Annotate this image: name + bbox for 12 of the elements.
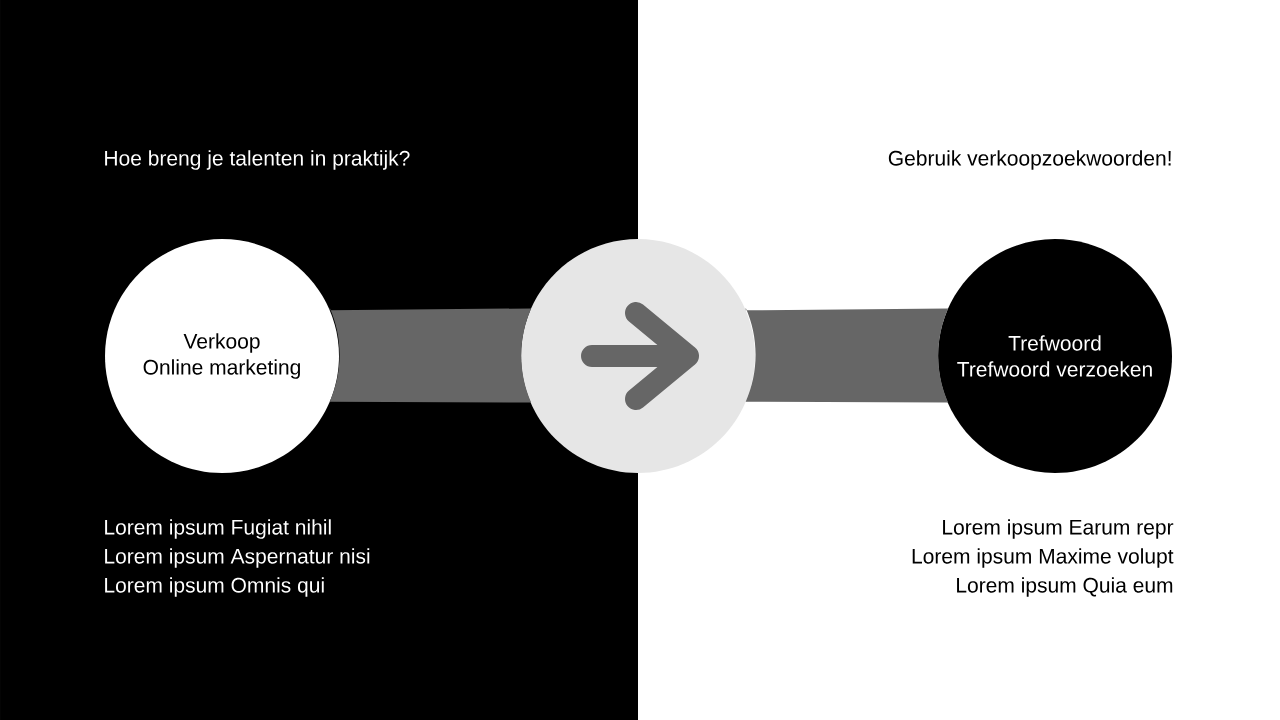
list-item-text: Lorem ipsum Omnis qui [105, 577, 324, 597]
circle-node [521, 239, 755, 473]
list-item-text: Lorem ipsum Maxime volupt [912, 548, 1174, 568]
heading-text: Hoe breng je talenten in praktijk? [105, 150, 410, 170]
list-item-text: Lorem ipsum Quia eum [957, 577, 1173, 597]
list-item-text: Lorem ipsum Fugiat nihil [105, 519, 331, 539]
connector-band [745, 307, 949, 403]
circle-node: Trefwoord Trefwoord verzoeken [938, 239, 1172, 473]
heading-text: Gebruik verkoopzoekwoorden! [888, 150, 1171, 170]
list-item-text: Lorem ipsum Aspernatur nisi [105, 548, 370, 568]
list-item-text: Lorem ipsum Earum repr [943, 519, 1174, 539]
circle-node: Verkoop Online marketing [105, 239, 339, 473]
